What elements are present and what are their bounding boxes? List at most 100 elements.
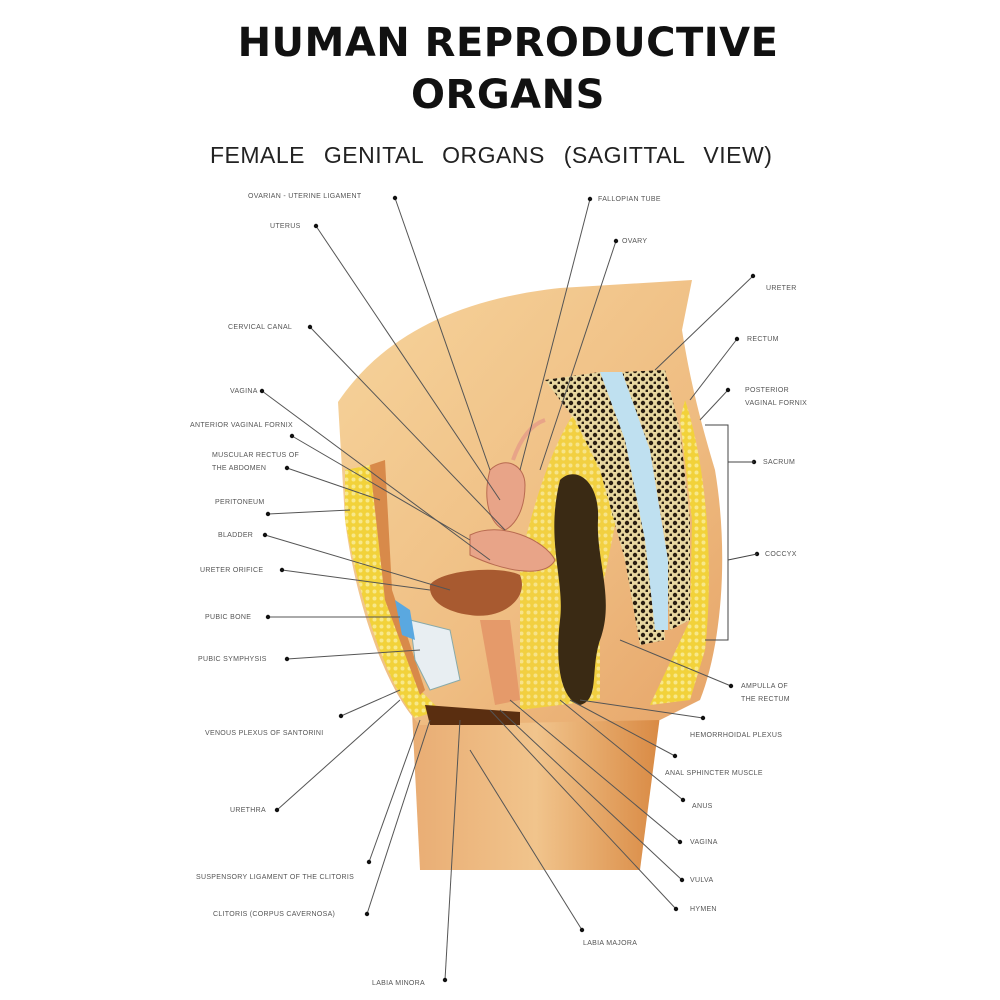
leader-line [619,639,732,687]
leader-line [291,435,471,541]
leader-dot [725,387,731,393]
leader-dot [284,465,290,471]
leader-dot [442,977,448,983]
leader-dot [262,532,268,538]
sacrum [545,372,665,645]
leader-dot [728,683,734,689]
leader-dot [265,511,271,517]
label-right-15: HYMEN [690,906,717,913]
label-left-8: BLADDER [218,532,254,539]
label-left-3: VAGINA [230,388,258,395]
leader-line [261,390,491,561]
label-right-13: VAGINA [690,839,718,846]
label-left-9: URETER ORIFICE [200,567,264,574]
label-right-10: HEMORRHOIDAL PLEXUS [690,732,783,739]
title-line-1: HUMAN REPRODUCTIVE [237,20,779,66]
leader-line [444,719,461,981]
leader-dot [284,656,290,662]
thigh [412,712,660,870]
rectum [554,474,606,705]
leader-line [579,699,704,719]
leader-line [394,197,491,471]
leader-dot [677,839,683,845]
leader-line [654,275,754,371]
leader-line [366,719,431,915]
label-left-13: URETHRA [230,807,266,814]
label-right-14: VULVA [690,877,714,884]
leader-dot [366,859,372,865]
leader-dot [679,877,685,883]
leader-line [276,699,401,811]
leader-line [689,338,738,401]
leader-dot [259,388,265,394]
leader-line [264,534,451,591]
label-right-4: POSTERIOR [745,387,789,394]
leader-dot [672,753,678,759]
leader-line [315,225,501,501]
leader-dot [289,433,295,439]
leader-line [469,749,583,931]
label-right-9: THE RECTUM [741,696,790,703]
label-left-4: ANTERIOR VAGINAL FORNIX [190,422,293,429]
label-right-0: FALLOPIAN TUBE [598,196,661,203]
leader-line [539,240,617,471]
leader-line [519,198,591,471]
leader-dot [700,715,706,721]
label-right-1: OVARY [622,238,648,245]
leader-dot [313,223,319,229]
leader-line [509,699,681,843]
label-right-16: LABIA MAJORA [583,940,638,947]
label-right-7: COCCYX [765,551,797,558]
label-right-11: ANAL SPHINCTER MUSCLE [665,770,763,777]
vagina-canal [480,620,520,705]
leader-line [281,569,431,591]
label-left-0: OVARIAN - UTERINE LIGAMENT [248,193,362,200]
leader-dot [680,797,686,803]
leader-dot [750,273,756,279]
abdominal-wall [345,465,440,718]
leader-line [489,709,677,910]
label-right-5: VAGINAL FORNIX [745,400,808,407]
label-left-2: CERVICAL CANAL [228,324,293,331]
leader-dot [338,713,344,719]
uterus [486,462,526,531]
leader-dot [364,911,370,917]
label-right-3: RECTUM [747,336,779,343]
leader-line [309,326,506,531]
label-left-5: MUSCULAR RECTUS OF [212,452,300,459]
label-right-12: ANUS [692,803,713,810]
label-right-6: SACRUM [763,459,796,466]
label-left-1: UTERUS [270,223,301,230]
sacrum-bracket [705,424,758,641]
leader-line [267,509,351,515]
leader-dot [587,196,593,202]
label-right-8: AMPULLA OF [741,683,788,690]
back-fat [650,400,709,705]
leader-dot [265,614,271,620]
leader-dot [307,324,313,330]
label-left-14: SUSPENSORY LIGAMENT OF THE CLITORIS [196,874,355,881]
label-left-12: VENOUS PLEXUS OF SANTORINI [205,730,324,737]
label-left-10: PUBIC BONE [205,614,252,621]
leader-line [286,467,381,501]
label-left-7: PERITONEUM [215,499,265,506]
leader-dot [392,195,398,201]
leader-dot [734,336,740,342]
leader-line [559,699,684,801]
bladder [429,569,522,616]
leader-dot [673,906,679,912]
label-left-16: LABIA MINORA [372,980,426,987]
pubic-bone [409,619,461,691]
leader-dot [274,807,280,813]
leader-line [569,699,676,757]
label-left-11: PUBIC SYMPHYSIS [198,656,267,663]
leader-dot [579,927,585,933]
leader-line [368,719,421,863]
leader-line [286,649,421,660]
leader-line [499,709,683,881]
label-left-15: CLITORIS (CORPUS CAVERNOSA) [213,911,336,918]
label-right-2: URETER [766,285,797,292]
title-line-2: ORGANS [411,72,605,118]
leader-dot [279,567,285,573]
